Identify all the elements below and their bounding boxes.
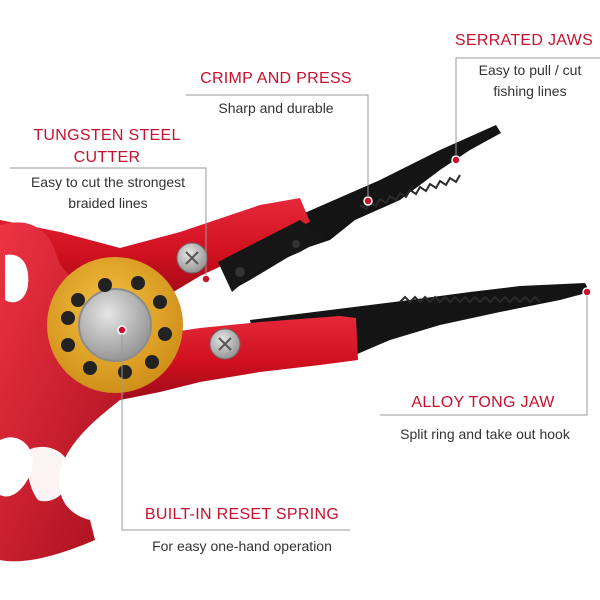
upper-serration — [359, 174, 461, 211]
crimp-press-title: CRIMP AND PRESS — [200, 70, 352, 87]
dot-crimp-press — [363, 196, 373, 206]
upper-screw — [176, 242, 208, 274]
tungsten-cutter-desc-line2: braided lines — [68, 195, 148, 211]
lower-serration — [399, 295, 541, 304]
leader-lines — [10, 57, 600, 531]
serrated-jaws-desc-line2: fishing lines — [493, 83, 567, 99]
serrated-jaws-title: SERRATED JAWS — [454, 32, 594, 49]
serrated-jaws-desc: Easy to pull / cut fishing lines — [460, 60, 600, 102]
dot-serrated-jaws — [451, 155, 461, 165]
reset-spring-desc: For easy one-hand operation — [152, 538, 332, 554]
alloy-jaw-desc: Split ring and take out hook — [400, 426, 570, 442]
tungsten-cutter-desc-line1: Easy to cut the strongest — [30, 174, 186, 190]
pivot-disc — [47, 257, 183, 393]
cutter-insert — [218, 220, 325, 292]
tungsten-cutter-title-line2: CUTTER — [73, 149, 141, 166]
alloy-jaw-title: ALLOY TONG JAW — [411, 394, 555, 411]
tungsten-cutter-title-line1: TUNGSTEN STEEL — [33, 127, 181, 144]
handle-cutout-upper — [5, 254, 29, 303]
reset-spring-title: BUILT-IN RESET SPRING — [144, 506, 340, 523]
tungsten-cutter-title: TUNGSTEN STEEL CUTTER — [22, 125, 192, 169]
tungsten-cutter-desc: Easy to cut the strongest braided lines — [12, 172, 204, 214]
handle-cutout-lower — [0, 437, 33, 497]
crimp-press-desc: Sharp and durable — [218, 100, 334, 116]
handle-cutout-mid — [27, 446, 71, 502]
dot-tungsten-cutter — [201, 274, 211, 284]
dot-alloy-jaw — [582, 287, 592, 297]
lower-screw — [209, 328, 241, 360]
dot-reset-spring — [117, 325, 127, 335]
serrated-jaws-desc-line1: Easy to pull / cut — [478, 62, 582, 78]
